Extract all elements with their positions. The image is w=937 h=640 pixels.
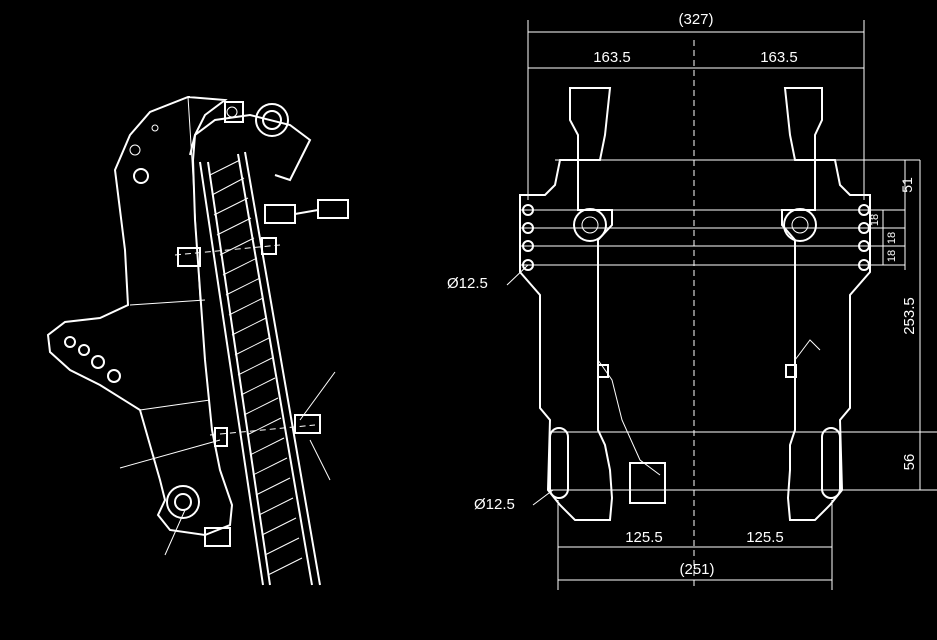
dim-half-right-top: 163.5 (760, 49, 798, 66)
dim-vertical-51: 51 (899, 177, 915, 193)
dimension-lines (506, 20, 921, 590)
side-view-bracket (46, 96, 234, 547)
dim-overall-bottom: (251) (679, 561, 714, 578)
dim-half-left-bottom: 125.5 (625, 529, 663, 546)
dim-vertical-18c: 18 (886, 250, 898, 262)
front-view-bracket (519, 40, 937, 590)
side-view-transom-board (119, 101, 349, 586)
dim-vertical-18a: 18 (869, 214, 881, 226)
dim-hole-lower: Ø12.5 (474, 496, 515, 513)
dim-hole-upper: Ø12.5 (447, 275, 488, 292)
dim-half-right-bottom: 125.5 (746, 529, 784, 546)
dim-half-left-top: 163.5 (593, 49, 631, 66)
dim-overall-top: (327) (678, 11, 713, 28)
dim-vertical-253-5: 253.5 (901, 297, 918, 335)
dim-vertical-56: 56 (901, 454, 918, 471)
dim-vertical-18b: 18 (886, 232, 898, 244)
